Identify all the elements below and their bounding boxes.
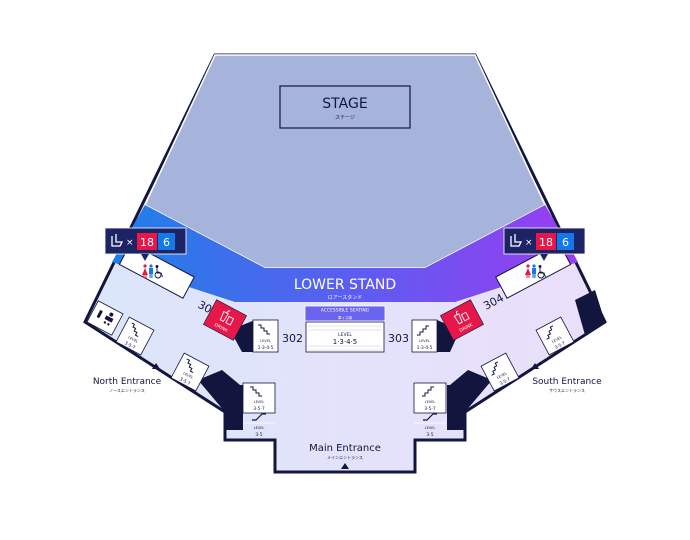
wheelchair-icon (537, 265, 546, 279)
level-label: LEVEL (254, 426, 265, 430)
stage-title: STAGE (322, 96, 367, 112)
stairs-icon (417, 325, 429, 336)
stairs-302[interactable]: LEVEL 1·3·4·5 (252, 319, 279, 353)
entrance-arrow-icon (341, 463, 349, 469)
level-values: 3·5·7 (253, 406, 265, 412)
stage-subtitle: ステージ (335, 115, 355, 121)
north-entrance-label: North Entrance (93, 377, 162, 387)
level-label: LEVEL (254, 400, 265, 404)
level-values: 3·5·7 (554, 340, 567, 351)
baby-care-icon (96, 310, 114, 326)
service-block (225, 385, 243, 430)
female-icon (142, 264, 148, 278)
drink-icon (453, 310, 470, 325)
north-entrance-jp: ノースエントランス (109, 387, 145, 393)
south-entrance-jp: サウスエントランス (549, 387, 585, 393)
entrance-arrow-icon (531, 363, 539, 369)
level-values: 3·5 (255, 432, 262, 438)
male-toilet-count: 6 (562, 236, 569, 249)
male-icon (532, 264, 536, 278)
accessible-seating[interactable]: ACCESSIBLE SEATING 車イス席 LEVEL 1·3·4·5 (304, 305, 386, 353)
accessible-seating-subtitle: 車イス席 (338, 315, 352, 320)
female-toilet-count: 18 (140, 236, 154, 249)
escalator-icon (423, 413, 437, 421)
level-values: 1·3·4·5 (333, 338, 358, 346)
lower-stand-subtitle: ロアースタンド (328, 294, 362, 301)
stairs-icon (491, 361, 499, 376)
level-label: LEVEL (338, 332, 352, 338)
level-values: 3·5·7 (499, 376, 512, 387)
south-entrance[interactable]: South Entrance サウスエントランス (531, 363, 602, 393)
level-label: LEVEL (425, 426, 436, 430)
level-values: 3·5 (426, 432, 433, 438)
stairs-icon (131, 322, 139, 337)
stairs-north-inner[interactable]: LEVEL 3·5·7 (170, 352, 210, 392)
toilet-icon (510, 234, 523, 247)
level-values: 3·5·7 (123, 340, 136, 351)
escalator-south[interactable]: LEVEL 3·5 (414, 413, 446, 438)
toilet-icon (111, 234, 124, 247)
stairs-303[interactable]: LEVEL 1·3·4·5 (411, 319, 438, 353)
service-block (447, 385, 465, 430)
level-values: 1·3·4·5 (258, 345, 274, 351)
stairs-south-outer[interactable]: LEVEL 3·5·7 (535, 316, 575, 356)
drink-icon (219, 310, 235, 326)
stairs-main-south[interactable]: LEVEL 3·5·7 (413, 382, 447, 414)
level-label: LEVEL (496, 371, 507, 380)
female-icon (525, 264, 531, 278)
lower-stand-title: LOWER STAND (294, 277, 396, 293)
north-entrance[interactable]: North Entrance ノースエントランス (93, 363, 162, 393)
escalator-north[interactable]: LEVEL 3·5 (243, 413, 275, 438)
toilet-icons-south (525, 264, 546, 279)
male-icon (149, 264, 153, 278)
female-toilet-count: 18 (539, 236, 553, 249)
stairs-north-outer[interactable]: LEVEL 3·5·7 (115, 316, 155, 356)
toilet-callout-north[interactable]: × 18 6 (104, 227, 187, 261)
block-303: 303 (388, 332, 409, 345)
main-entrance-jp: メインエントランス (327, 454, 363, 460)
stairs-icon (546, 325, 554, 340)
stairs-icon (258, 324, 270, 335)
stairs-main-north[interactable]: LEVEL 3·5·7 (242, 382, 276, 414)
baby-care-room[interactable] (86, 300, 124, 336)
stairs-icon (186, 358, 194, 373)
multiplier: × (126, 238, 134, 248)
multiplier: × (525, 238, 533, 248)
service-block (575, 290, 605, 335)
main-entrance[interactable]: Main Entrance メインエントランス (309, 443, 381, 469)
stage: STAGE ステージ (279, 85, 411, 129)
block-302: 302 (282, 332, 303, 345)
level-values: 3·5·7 (424, 406, 436, 412)
level-label: LEVEL (127, 335, 138, 344)
level-values: 1·3·4·5 (417, 345, 433, 351)
level-label: LEVEL (551, 335, 562, 344)
level-label: LEVEL (260, 339, 271, 343)
level-label: LEVEL (182, 371, 193, 380)
toilet-icons-north (142, 264, 163, 279)
level-label: LEVEL (419, 339, 430, 343)
south-entrance-label: South Entrance (532, 377, 602, 387)
wheelchair-icon (154, 265, 163, 279)
stairs-south-inner[interactable]: LEVEL 3·5·7 (480, 352, 520, 392)
stairs-icon (250, 386, 262, 397)
drink-stand-south[interactable]: DRINK (440, 299, 484, 341)
level-values: 3·5·7 (178, 376, 191, 387)
accessible-seating-title: ACCESSIBLE SEATING (321, 308, 370, 314)
entrance-arrow-icon (152, 363, 160, 369)
level-label: LEVEL (425, 400, 436, 404)
toilet-callout-south[interactable]: × 18 6 (503, 227, 586, 261)
main-entrance-label: Main Entrance (309, 443, 381, 454)
stairs-icon (422, 386, 434, 397)
drink-stand-north[interactable]: DRINK (203, 299, 247, 341)
lower-stand[interactable] (112, 205, 578, 302)
escalator-icon (252, 413, 266, 421)
male-toilet-count: 6 (163, 236, 170, 249)
